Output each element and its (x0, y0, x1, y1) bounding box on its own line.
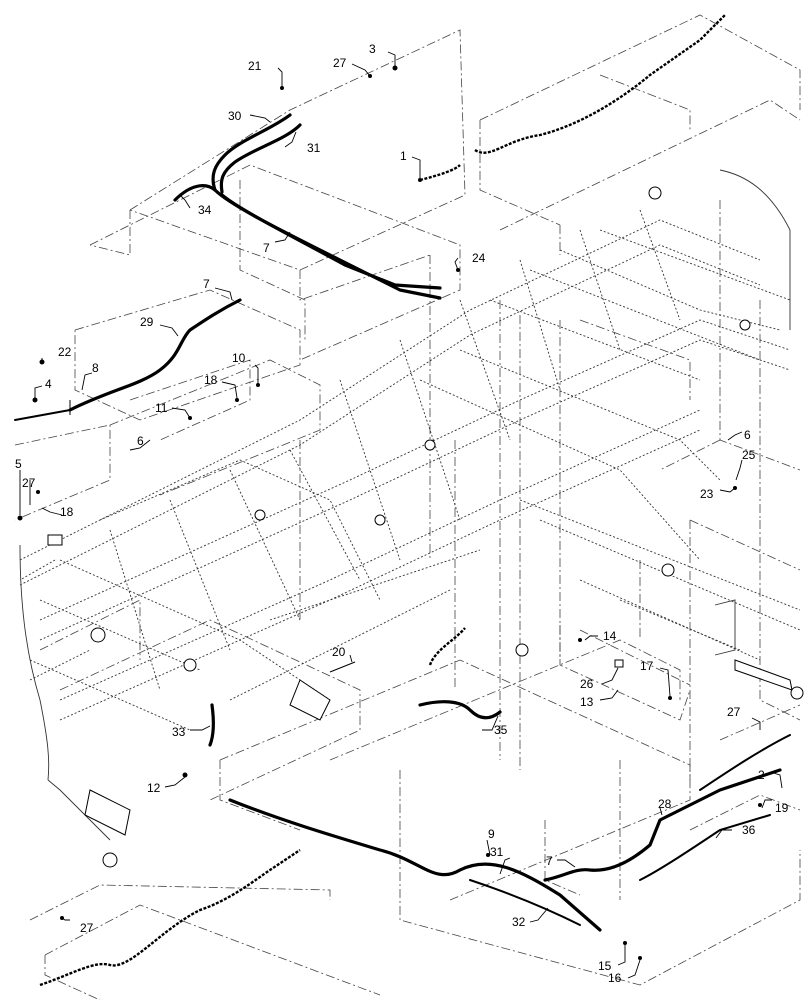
callout-15: 15 (598, 959, 612, 973)
callout-22: 22 (58, 345, 72, 359)
callout-32: 32 (512, 915, 526, 929)
callout-36: 36 (742, 823, 756, 837)
callout-30: 30 (228, 109, 242, 123)
callout-7-left: 7 (203, 277, 210, 291)
callout-21: 21 (248, 59, 262, 73)
callout-24: 24 (472, 251, 486, 265)
frame-end-cap (47, 534, 63, 546)
pivot-left (254, 509, 266, 521)
callout-23: 23 (700, 487, 714, 501)
pivot-top-right (648, 186, 662, 200)
callout-6-left: 6 (137, 434, 144, 448)
callout-27-left: 27 (22, 476, 36, 490)
callout-4: 4 (45, 377, 52, 391)
phantom-outlines (14, 14, 801, 1000)
callout-17: 17 (640, 659, 654, 673)
caster-bracket (289, 679, 331, 721)
callout-33: 33 (172, 725, 186, 739)
pivot-right (739, 319, 751, 331)
callout-6-right: 6 (744, 428, 751, 442)
callout-27-right: 27 (727, 705, 741, 719)
callout-14: 14 (603, 629, 617, 643)
callout-3: 3 (369, 42, 376, 56)
cable-bottom-left (39, 849, 301, 987)
hose-34-7 (173, 184, 442, 300)
hose-30 (211, 113, 292, 192)
callout-25: 25 (742, 448, 756, 462)
implement-frame (19, 169, 801, 841)
hose-28 (543, 768, 782, 882)
wheel-hub-left (102, 852, 118, 868)
hitch-bar (734, 659, 793, 691)
callout-29: 29 (140, 315, 154, 329)
callout-35: 35 (494, 723, 508, 737)
callout-5: 5 (15, 457, 22, 471)
callout-10: 10 (232, 351, 246, 365)
callout-27-bottom: 27 (80, 921, 94, 935)
hose-32 (469, 879, 581, 926)
callout-leaders (19, 51, 783, 979)
callout-28: 28 (658, 797, 672, 811)
mechanical-parts (47, 186, 804, 868)
callout-34: 34 (198, 203, 212, 217)
hose-31-lower (228, 798, 602, 932)
hose-31 (219, 123, 302, 194)
callout-13: 13 (580, 695, 594, 709)
hoses (14, 14, 791, 987)
wheel-hub-left-upper (90, 627, 106, 643)
callout-26: 26 (580, 677, 594, 691)
callout-18-lower: 18 (60, 505, 74, 519)
wheel-hub-front (183, 658, 197, 672)
wheel-hub-right (661, 563, 675, 577)
callout-18-upper: 18 (204, 373, 218, 387)
callout-labels: 1 2 3 4 5 6 6 7 7 7 8 9 10 11 12 13 14 1… (15, 42, 789, 985)
callout-12: 12 (147, 781, 161, 795)
wheel-bracket (84, 789, 131, 836)
cable-1 (419, 164, 461, 182)
hose-27-upper (699, 734, 791, 791)
hose-8 (14, 409, 71, 421)
cable-top-right (474, 14, 726, 154)
fittings (17, 65, 762, 960)
callout-1: 1 (400, 149, 407, 163)
hitch-eye (790, 686, 804, 700)
cable-center (428, 627, 466, 666)
callout-19: 19 (775, 801, 789, 815)
hose-33 (208, 703, 215, 747)
callout-16: 16 (608, 971, 622, 985)
pivot-center (374, 514, 386, 526)
callout-2: 2 (758, 768, 765, 782)
callout-11: 11 (155, 401, 168, 415)
callout-31-lower: 31 (490, 845, 504, 859)
wheel-hub-center (515, 643, 529, 657)
callout-7-lower: 7 (546, 854, 553, 868)
callout-31-upper: 31 (307, 141, 321, 155)
callout-27-top: 27 (333, 56, 347, 70)
pivot-mid (424, 439, 436, 451)
callout-20: 20 (332, 645, 346, 659)
hose-36 (639, 814, 771, 881)
hose-7-pair (220, 193, 442, 290)
hose-35 (418, 700, 502, 720)
callout-8: 8 (92, 361, 99, 375)
callout-9: 9 (488, 827, 495, 841)
callout-7-upper: 7 (263, 241, 270, 255)
hose-29 (68, 298, 242, 412)
